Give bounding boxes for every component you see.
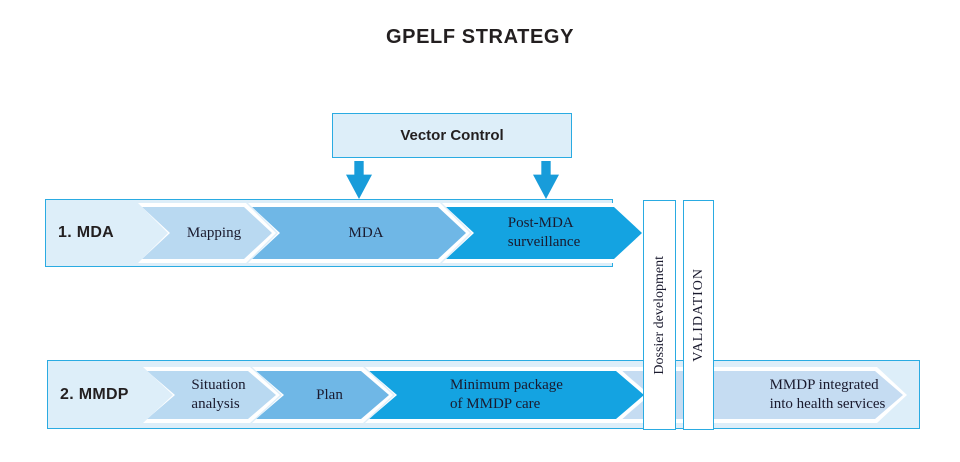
mmdp-row-label: 2. MMDP — [60, 385, 129, 403]
chevron-post-mda-surveillance-label: Post-MDA surveillance — [507, 215, 581, 250]
chevron-minimum-package-label: Minimum package of MMDP care — [450, 377, 563, 412]
down-arrow-icon — [346, 161, 372, 199]
chevron-situation-analysis: Situation analysis — [143, 367, 280, 423]
diagram-title: GPELF STRATEGY — [385, 26, 575, 48]
chevron-mda-label: MDA — [348, 224, 384, 241]
chevron-plan-label: Plan — [316, 386, 343, 403]
mda-row-label: 1. MDA — [58, 224, 115, 241]
vector-control-box: Vector Control — [332, 113, 572, 158]
chevron-mapping-label: Mapping — [186, 224, 242, 241]
vector-control-label: Vector Control — [400, 127, 504, 144]
down-arrow-icon — [533, 161, 559, 199]
validation-bar: VALIDATION — [683, 200, 714, 430]
dossier-development-bar: Dossier development — [643, 200, 676, 430]
chevron-mda-fill — [252, 207, 466, 259]
chevron-post-mda-surveillance-fill — [446, 207, 642, 259]
chevron-mmdp-integrated-label: MMDP integrated into health services — [769, 377, 886, 412]
chevron-post-mda-surveillance: Post-MDA surveillance — [442, 203, 646, 263]
chevron-minimum-package-fill — [369, 371, 644, 419]
chevron-situation-analysis-label: Situation analysis — [191, 377, 246, 412]
dossier-development-label: Dossier development — [651, 255, 667, 375]
validation-label: VALIDATION — [690, 268, 706, 362]
chevron-mda: MDA — [248, 203, 470, 263]
chevron-minimum-package: Minimum package of MMDP care — [365, 367, 648, 423]
